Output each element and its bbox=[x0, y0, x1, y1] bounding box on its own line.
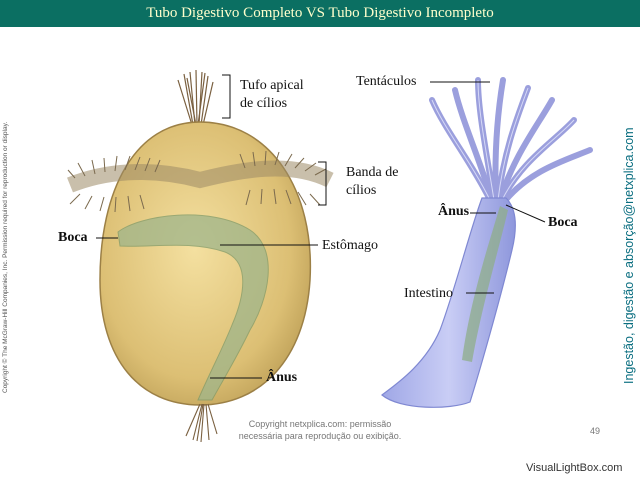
label-banda-line2: cílios bbox=[346, 183, 377, 198]
label-boca-right: Boca bbox=[548, 215, 578, 230]
label-anus-left: Ânus bbox=[266, 370, 298, 385]
tentacled-organism bbox=[381, 77, 593, 408]
label-estomago: Estômago bbox=[322, 238, 378, 253]
apical-tuft bbox=[177, 69, 214, 126]
watermark: VisualLightBox.com bbox=[526, 462, 623, 474]
stalk-body bbox=[381, 197, 516, 408]
larva-organism bbox=[67, 69, 334, 443]
footer-copyright: Copyright netxplica.com: permissão neces… bbox=[200, 418, 440, 442]
leader-lines bbox=[96, 74, 546, 379]
label-tufo-line1: Tufo apical bbox=[240, 78, 304, 93]
slide-title: Tubo Digestivo Completo VS Tubo Digestiv… bbox=[146, 5, 494, 21]
footer-line2: necessária para reprodução ou exibição. bbox=[238, 431, 402, 441]
label-tufo-line2: de cílios bbox=[240, 96, 288, 111]
label-boca-left: Boca bbox=[58, 230, 88, 245]
footer-line1: Copyright netxplica.com: permissão bbox=[248, 419, 392, 429]
stalk-intestine bbox=[462, 206, 508, 362]
anal-cilia bbox=[185, 403, 218, 443]
label-intestino: Intestino bbox=[404, 286, 453, 301]
page-number: 49 bbox=[590, 426, 601, 436]
ciliary-band bbox=[67, 150, 334, 213]
slide-title-bar: Tubo Digestivo Completo VS Tubo Digestiv… bbox=[0, 0, 640, 27]
label-anus-right: Ânus bbox=[438, 204, 470, 219]
label-tentaculos: Tentáculos bbox=[356, 74, 417, 89]
larva-gut bbox=[117, 214, 269, 401]
label-banda-line1: Banda de bbox=[346, 165, 399, 180]
